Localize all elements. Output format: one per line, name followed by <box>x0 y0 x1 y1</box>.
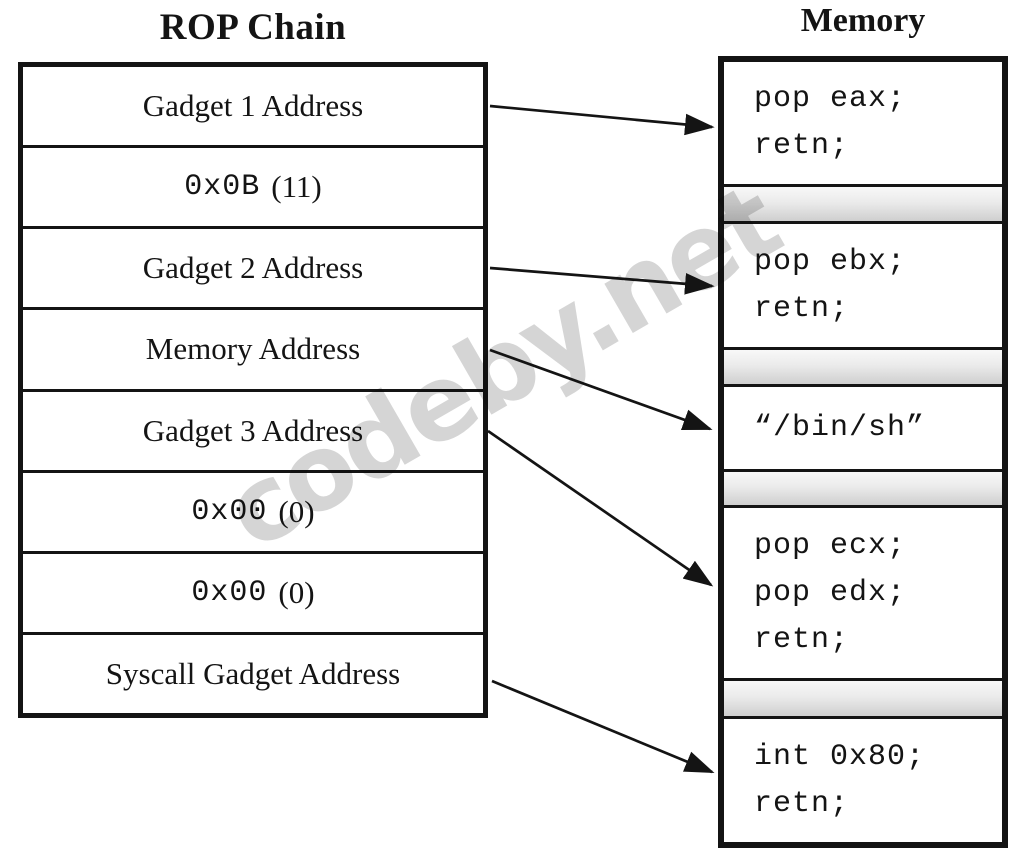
rop-row-mono: 0x00 <box>191 494 268 529</box>
arrow-syscall-to-int80 <box>491 679 715 774</box>
memory-section-pop-eax: pop eax; retn; <box>724 62 1002 187</box>
code-line: retn; <box>754 622 850 657</box>
memory-spacer <box>724 350 1002 387</box>
arrow-gadget3-to-pop-ecx <box>487 429 714 587</box>
rop-row-syscall-gadget: Syscall Gadget Address <box>23 635 483 713</box>
memory-spacer <box>724 187 1002 224</box>
rop-row-mono: 0x00 <box>191 575 268 610</box>
rop-row-0x00-b: 0x00 (0) <box>23 554 483 635</box>
rop-row-label: Gadget 2 Address <box>142 250 364 286</box>
code-line: pop edx; <box>754 575 907 610</box>
code-line: pop eax; <box>754 82 907 116</box>
arrow-gadget1-to-pop-eax <box>489 104 715 136</box>
rop-row-label: (11) <box>271 169 322 205</box>
rop-row-0x00-a: 0x00 (0) <box>23 473 483 554</box>
code-line: retn; <box>754 291 850 326</box>
rop-row-label: Syscall Gadget Address <box>105 655 401 691</box>
rop-row-label: Gadget 3 Address <box>142 412 364 448</box>
rop-row-mono: 0x0B <box>184 170 261 205</box>
rop-row-memory-address: Memory Address <box>23 310 483 392</box>
code-line: pop ebx; <box>754 244 907 279</box>
rop-row-gadget3: Gadget 3 Address <box>23 392 483 473</box>
memory-section-int-0x80: int 0x80; retn; <box>724 719 1002 842</box>
code-line: retn; <box>754 786 850 821</box>
rop-row-0x0b: 0x0B (11) <box>23 148 483 230</box>
rop-row-gadget1: Gadget 1 Address <box>23 67 483 149</box>
code-line: retn; <box>754 129 850 163</box>
rop-row-label: (0) <box>278 493 315 529</box>
code-line: pop ecx; <box>754 528 907 563</box>
rop-chain-box: Gadget 1 Address 0x0B (11) Gadget 2 Addr… <box>18 62 488 718</box>
rop-chain-title: ROP Chain <box>159 7 347 48</box>
memory-section-pop-ebx: pop ebx; retn; <box>724 224 1002 350</box>
rop-row-label: Gadget 1 Address <box>142 88 364 124</box>
code-line: int 0x80; <box>754 739 926 774</box>
memory-section-bin-sh: “/bin/sh” <box>724 387 1002 472</box>
memory-title: Memory <box>800 2 926 39</box>
arrow-gadget2-to-pop-ebx <box>489 266 715 295</box>
memory-box: pop eax; retn; pop ebx; retn; “/bin/sh” … <box>718 56 1008 848</box>
rop-row-gadget2: Gadget 2 Address <box>23 229 483 311</box>
memory-section-pop-ecx-edx: pop ecx; pop edx; retn; <box>724 508 1002 681</box>
arrow-memaddr-to-binsh <box>489 348 713 431</box>
rop-row-label: (0) <box>278 574 315 610</box>
memory-spacer <box>724 681 1002 719</box>
memory-spacer <box>724 472 1002 508</box>
rop-row-label: Memory Address <box>145 331 361 367</box>
code-line: “/bin/sh” <box>754 410 926 445</box>
